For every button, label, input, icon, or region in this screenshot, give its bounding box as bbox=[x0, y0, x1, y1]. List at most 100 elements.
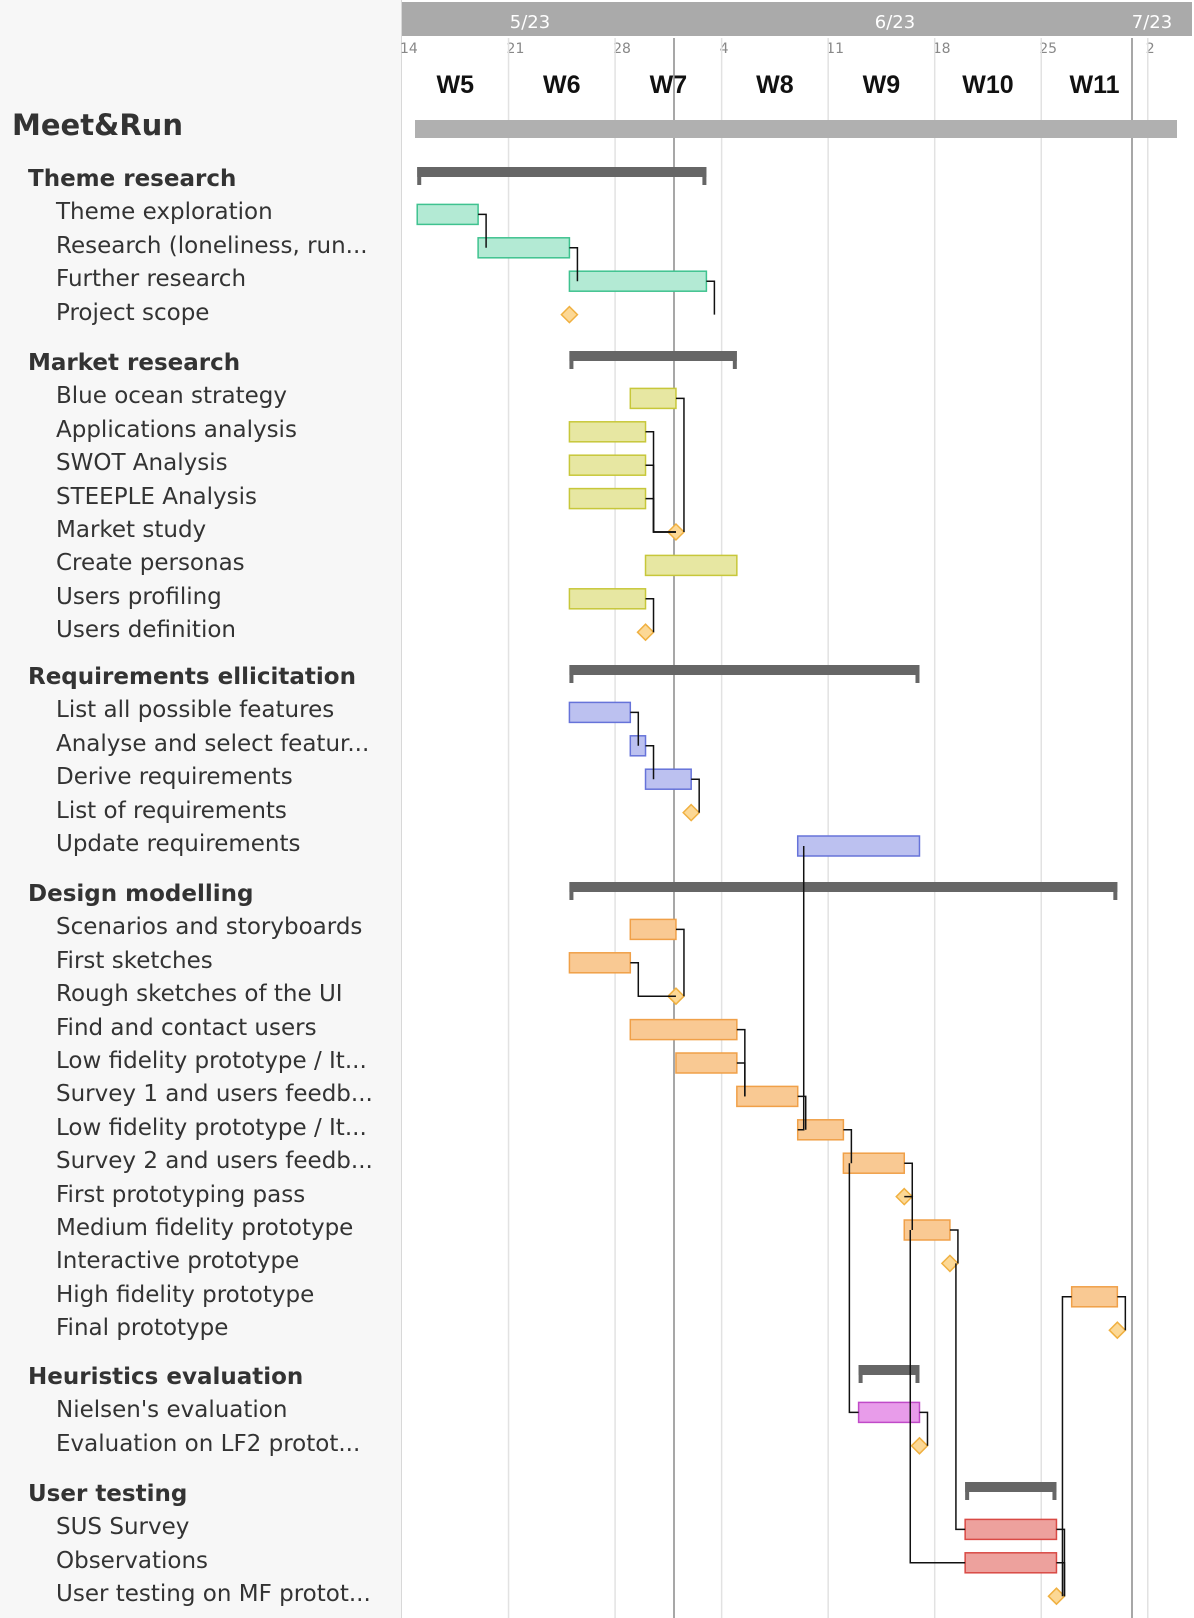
milestone-diamond[interactable] bbox=[940, 1254, 959, 1273]
group-summary-bar[interactable] bbox=[858, 1365, 920, 1375]
dependency-line bbox=[630, 962, 676, 997]
task-label[interactable]: Final prototype bbox=[56, 1315, 229, 1342]
dependency-line bbox=[675, 928, 685, 997]
task-label[interactable]: High fidelity prototype bbox=[56, 1281, 315, 1308]
day-label: 14 bbox=[400, 41, 418, 57]
milestone-diamond[interactable] bbox=[910, 1436, 929, 1455]
dependency-line bbox=[909, 1230, 966, 1564]
task-bar[interactable] bbox=[1070, 1286, 1119, 1308]
task-bar[interactable] bbox=[629, 387, 677, 410]
task-bar[interactable] bbox=[477, 237, 571, 259]
task-bar[interactable] bbox=[568, 270, 708, 292]
milestone-diamond[interactable] bbox=[682, 803, 701, 822]
task-label[interactable]: Low fidelity prototype / It... bbox=[56, 1114, 367, 1141]
task-label[interactable]: SUS Survey bbox=[56, 1514, 190, 1541]
task-label[interactable]: Theme exploration bbox=[56, 199, 273, 226]
dependency-line bbox=[843, 1129, 853, 1164]
task-label[interactable]: Derive requirements bbox=[56, 764, 293, 791]
task-bar[interactable] bbox=[629, 1018, 738, 1041]
task-label[interactable]: Blue ocean strategy bbox=[56, 383, 287, 410]
task-label[interactable]: Update requirements bbox=[56, 831, 301, 857]
dependency-line bbox=[478, 213, 487, 248]
group-summary-bar[interactable] bbox=[569, 351, 737, 361]
task-bar[interactable] bbox=[842, 1152, 906, 1174]
task-label[interactable]: Low fidelity prototype / It... bbox=[56, 1048, 367, 1074]
group-bracket-right bbox=[1052, 1482, 1057, 1500]
dependency-line bbox=[645, 497, 676, 533]
milestone-diamond[interactable] bbox=[560, 305, 579, 324]
week-label: W9 bbox=[863, 71, 901, 99]
task-bar[interactable] bbox=[568, 701, 632, 724]
task-label[interactable]: User testing on MF protot... bbox=[56, 1581, 371, 1608]
task-bar[interactable] bbox=[644, 554, 738, 577]
group-title[interactable]: Requirements ellicitation bbox=[28, 664, 356, 690]
week-label: W8 bbox=[756, 71, 794, 99]
task-label[interactable]: Users profiling bbox=[56, 583, 222, 610]
day-label: 2 bbox=[1146, 41, 1155, 57]
group-title[interactable]: Market research bbox=[28, 350, 241, 376]
milestone-diamond[interactable] bbox=[636, 623, 655, 642]
task-label[interactable]: Project scope bbox=[56, 299, 210, 326]
task-bar[interactable] bbox=[964, 1518, 1058, 1541]
dependency-line bbox=[904, 1162, 914, 1197]
task-bar[interactable] bbox=[568, 952, 632, 974]
group-title[interactable]: Design modelling bbox=[28, 881, 254, 907]
task-label[interactable]: Applications analysis bbox=[56, 416, 297, 443]
task-bar[interactable] bbox=[903, 1219, 951, 1241]
group-bracket-left bbox=[569, 882, 574, 900]
task-label[interactable]: Survey 1 and users feedb... bbox=[56, 1081, 373, 1108]
task-label[interactable]: Find and contact users bbox=[56, 1014, 317, 1041]
group-summary-bar[interactable] bbox=[569, 665, 920, 675]
task-label[interactable]: Interactive prototype bbox=[56, 1248, 300, 1275]
group-summary-bar[interactable] bbox=[569, 882, 1118, 892]
task-bar[interactable] bbox=[568, 588, 647, 610]
group-title[interactable]: Heuristics evaluation bbox=[28, 1364, 304, 1390]
task-label[interactable]: Medium fidelity prototype bbox=[56, 1215, 354, 1241]
month-label: 5/23 bbox=[510, 12, 550, 33]
week-label: W11 bbox=[1069, 71, 1119, 99]
task-label[interactable]: First sketches bbox=[56, 947, 213, 974]
task-label[interactable]: First prototyping pass bbox=[56, 1181, 306, 1208]
task-bar[interactable] bbox=[568, 487, 647, 510]
task-label[interactable]: Further research bbox=[56, 266, 247, 293]
week-label: W6 bbox=[543, 71, 581, 99]
task-bar[interactable] bbox=[644, 768, 692, 790]
project-summary-bar[interactable] bbox=[415, 120, 1177, 138]
task-bar[interactable] bbox=[796, 1119, 845, 1141]
task-label[interactable]: Market study bbox=[56, 517, 207, 543]
task-bar[interactable] bbox=[796, 835, 921, 857]
task-bar[interactable] bbox=[416, 203, 479, 226]
task-bar[interactable] bbox=[629, 918, 677, 941]
group-summary-bar[interactable] bbox=[417, 167, 707, 177]
group-bracket-left bbox=[858, 1365, 863, 1383]
task-label[interactable]: Users definition bbox=[56, 617, 236, 644]
group-title[interactable]: User testing bbox=[28, 1481, 188, 1507]
group-summary-bar[interactable] bbox=[965, 1482, 1057, 1492]
task-label[interactable]: Observations bbox=[56, 1547, 209, 1574]
dependency-line bbox=[569, 247, 579, 282]
task-label[interactable]: SWOT Analysis bbox=[56, 450, 228, 477]
task-label[interactable]: Evaluation on LF2 protot... bbox=[56, 1430, 361, 1457]
task-label[interactable]: Rough sketches of the UI bbox=[56, 981, 343, 1008]
dependency-line bbox=[797, 846, 805, 1131]
dependency-line bbox=[736, 1062, 746, 1097]
task-bar[interactable] bbox=[675, 1052, 738, 1074]
group-title[interactable]: Theme research bbox=[28, 166, 237, 192]
task-label[interactable]: Analyse and select featur... bbox=[56, 730, 370, 757]
task-bar[interactable] bbox=[568, 454, 647, 476]
task-bar[interactable] bbox=[736, 1085, 799, 1108]
task-bar[interactable] bbox=[964, 1552, 1058, 1574]
task-label[interactable]: List all possible features bbox=[56, 697, 335, 724]
task-label[interactable]: List of requirements bbox=[56, 797, 287, 824]
task-label[interactable]: STEEPLE Analysis bbox=[56, 483, 258, 510]
task-label[interactable]: Nielsen's evaluation bbox=[56, 1397, 288, 1424]
task-bar[interactable] bbox=[568, 421, 647, 443]
milestone-diamond[interactable] bbox=[1108, 1321, 1127, 1340]
dependency-line bbox=[630, 711, 640, 746]
group-bracket-right bbox=[915, 665, 920, 683]
task-label[interactable]: Survey 2 and users feedb... bbox=[56, 1148, 373, 1175]
task-label[interactable]: Research (loneliness, run... bbox=[56, 232, 368, 259]
task-label[interactable]: Create personas bbox=[56, 550, 245, 577]
task-label[interactable]: Scenarios and storyboards bbox=[56, 914, 363, 941]
